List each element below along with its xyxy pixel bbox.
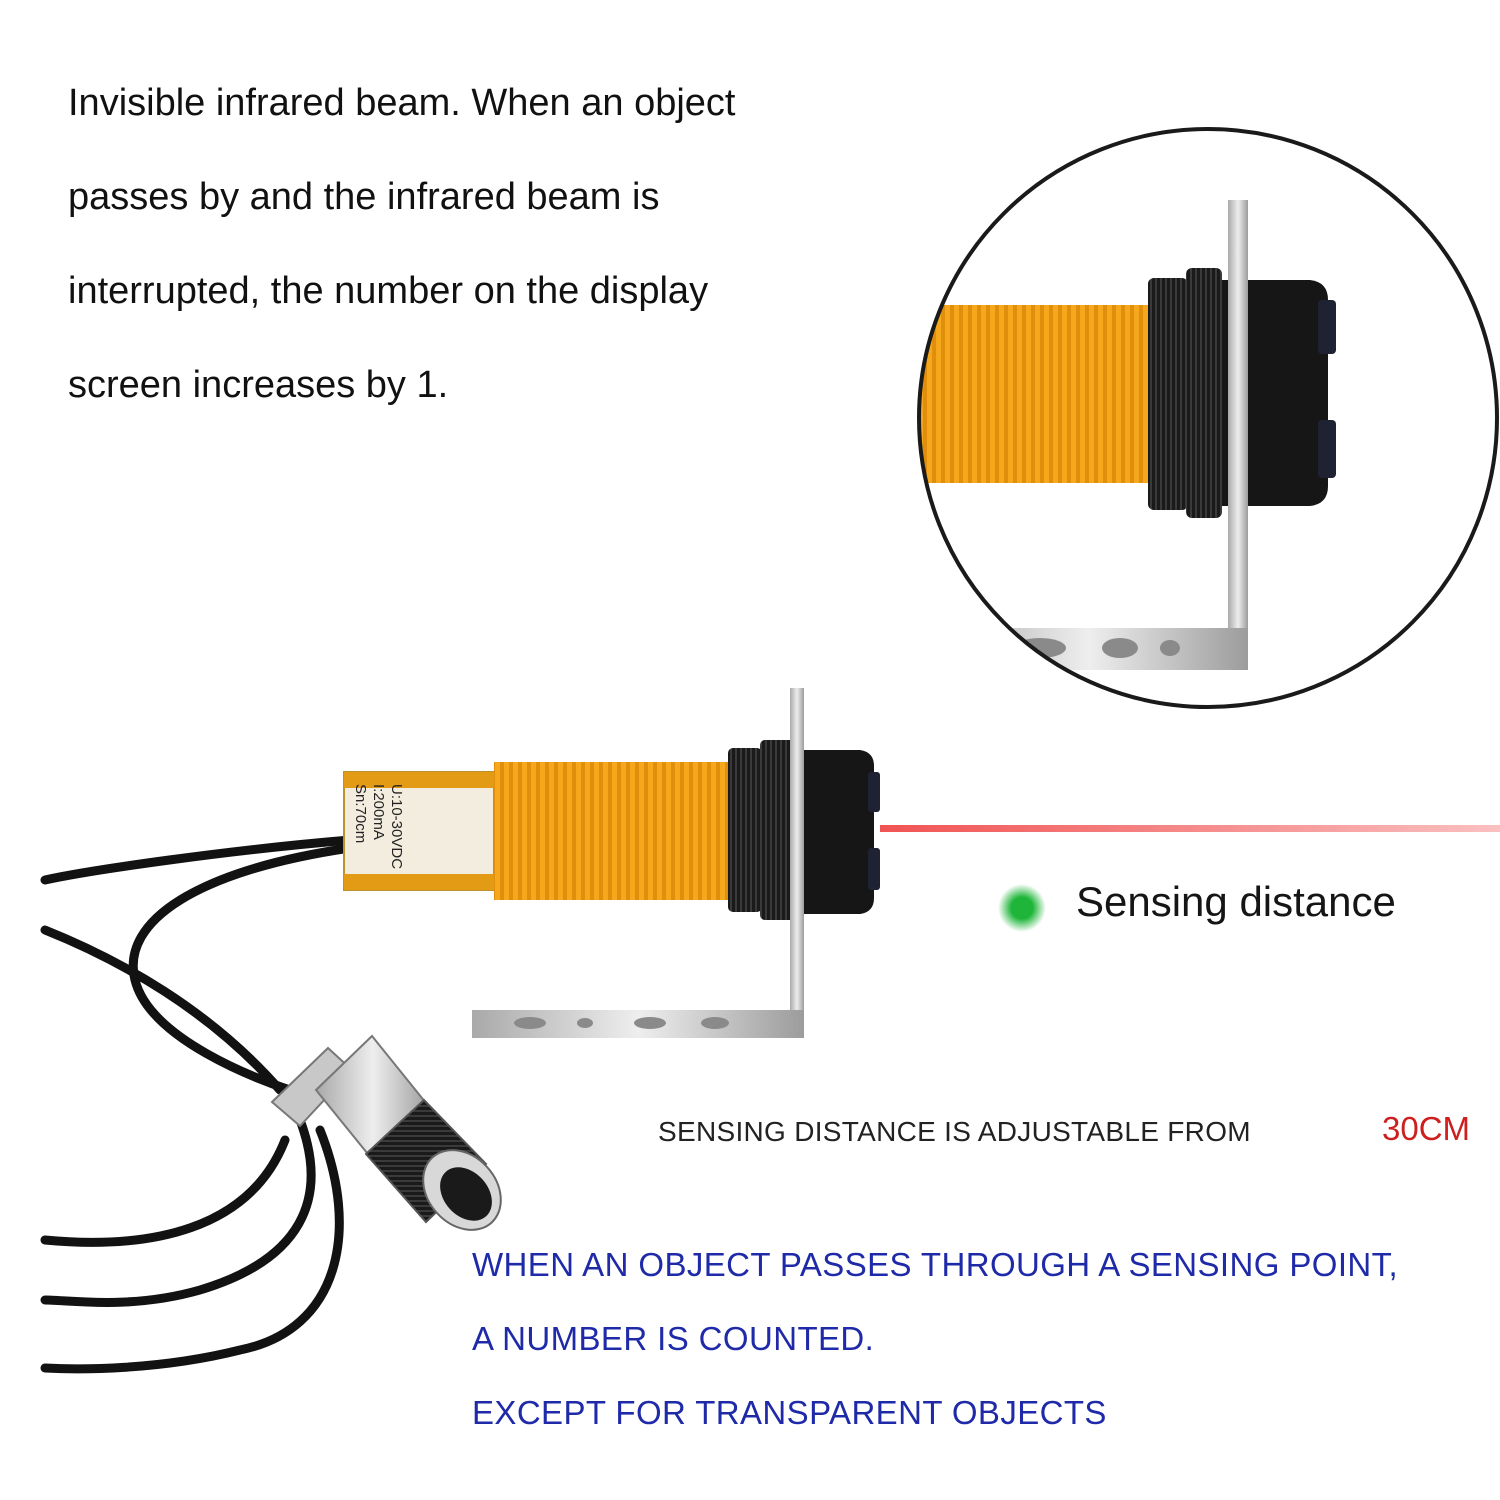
intro-line: interrupted, the number on the display: [68, 270, 709, 312]
sensor-label-sleeve: [343, 771, 495, 891]
sensor-spec-line: I:200mA: [370, 784, 387, 840]
adjustable-distance-row: SENSING DISTANCE IS ADJUSTABLE FROM 30CM: [658, 1110, 1498, 1148]
sensor-thread-body: [494, 762, 730, 900]
sensor-spec-line: U:10-30VDC: [388, 784, 405, 869]
aviation-connector: [270, 1034, 502, 1231]
intro-line: Invisible infrared beam. When an object: [68, 82, 736, 124]
counting-note-line: EXCEPT FOR TRANSPARENT OBJECTS: [472, 1394, 1107, 1431]
mounting-bracket: [790, 688, 804, 1030]
intro-paragraph: Invisible infrared beam. When an object …: [68, 56, 828, 432]
counting-note-line: A NUMBER IS COUNTED.: [472, 1320, 875, 1357]
sensor-spec-line: Sn:70cm: [352, 784, 369, 843]
intro-line: screen increases by 1.: [68, 364, 449, 406]
zoom-thread-body: [919, 305, 1148, 483]
zoom-detail: [917, 127, 1499, 709]
sensing-distance-label: Sensing distance: [1076, 878, 1396, 925]
sensing-distance-dot-icon: [998, 884, 1046, 932]
adjustable-distance-value: 30CM: [1382, 1110, 1471, 1147]
photoelectric-sensor: U:10-30VDC I:200mA Sn:70cm: [343, 688, 880, 1038]
intro-line: passes by and the infrared beam is: [68, 176, 660, 218]
sensor-cable: [40, 835, 355, 1374]
counting-note-line: WHEN AN OBJECT PASSES THROUGH A SENSING …: [472, 1246, 1399, 1283]
infrared-beam: [880, 825, 1500, 832]
adjustable-distance-text: SENSING DISTANCE IS ADJUSTABLE FROM: [658, 1116, 1251, 1147]
zoom-bracket: [1228, 200, 1248, 670]
